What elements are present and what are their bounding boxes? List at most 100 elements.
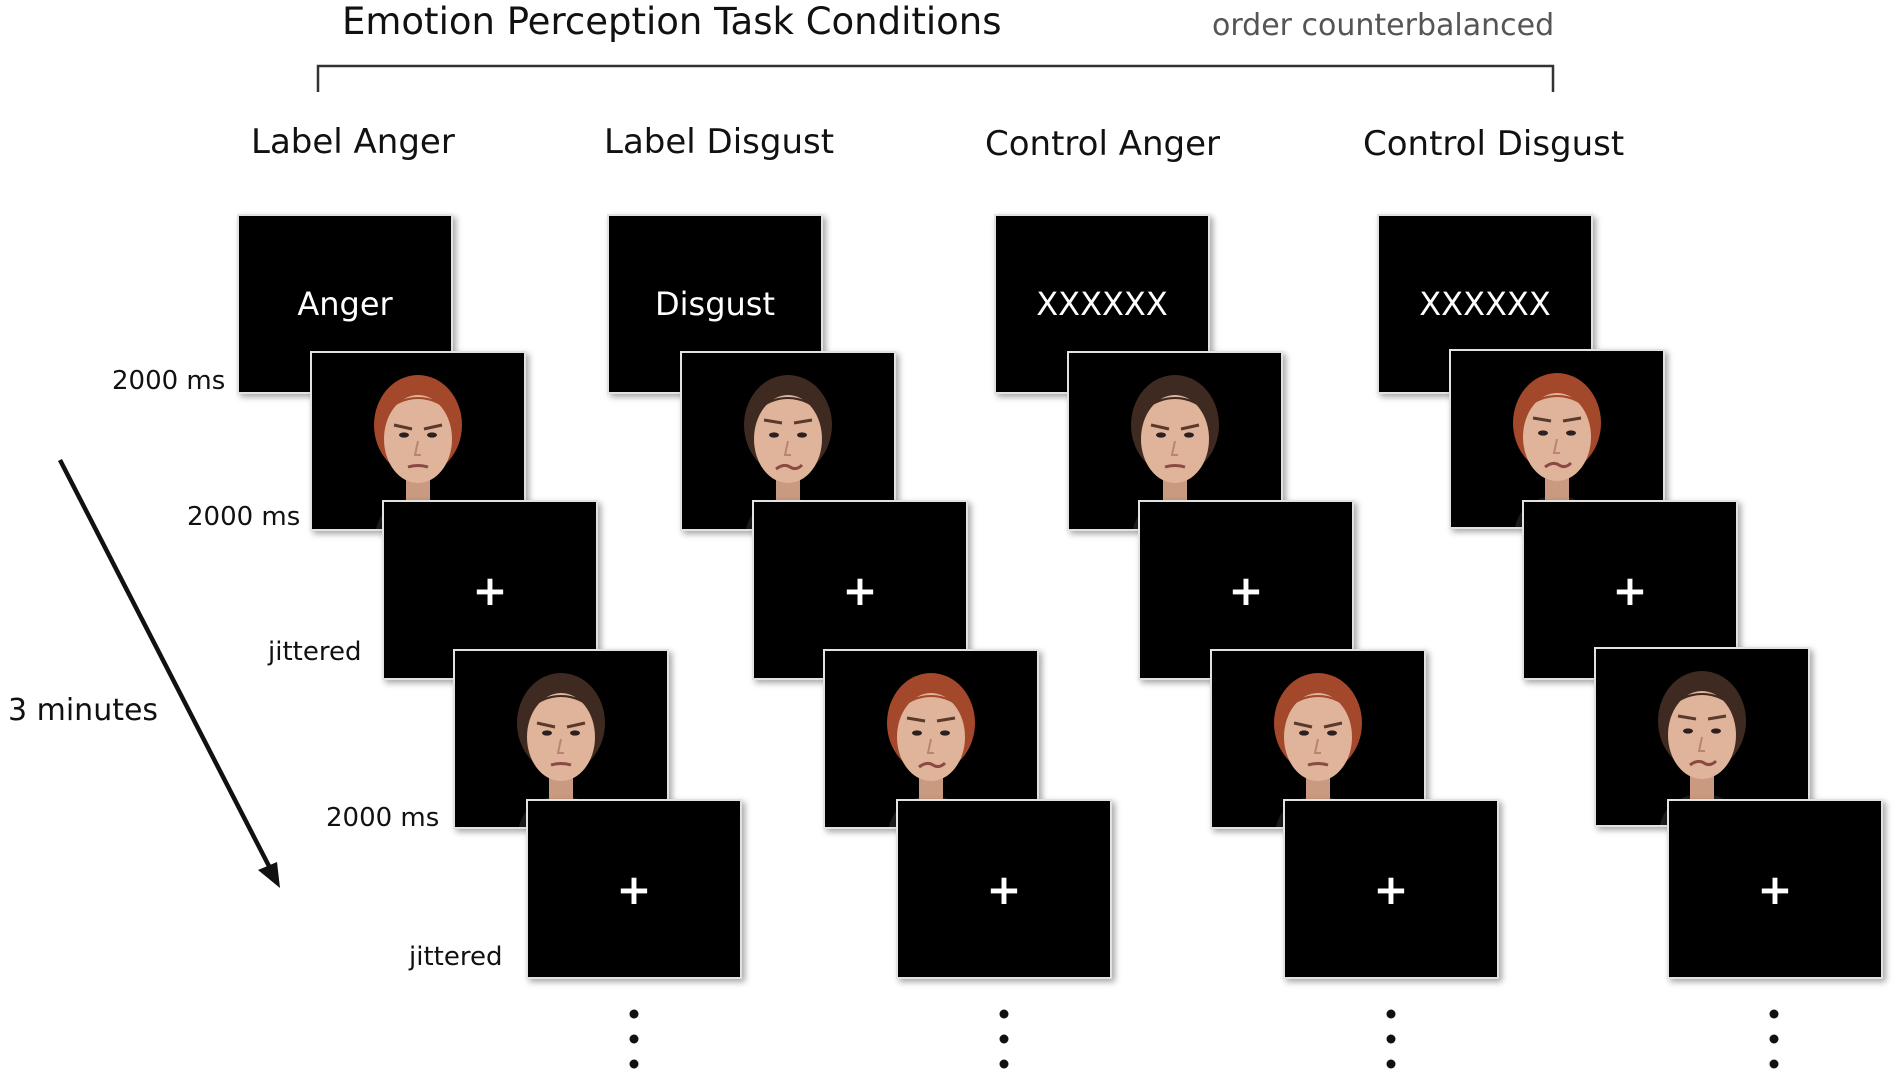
face-photo [1658, 671, 1746, 825]
ellipsis-icon [1386, 1009, 1396, 1069]
mouth-shape [1164, 464, 1186, 469]
mouth-shape [918, 761, 947, 769]
eyebrow-left [906, 716, 926, 723]
hair-fringe [525, 695, 597, 713]
timing-label-face: 2000 ms [326, 803, 440, 833]
eye-right [427, 432, 437, 438]
eye-right [940, 730, 950, 736]
timing-label-fixation: jittered [409, 942, 503, 972]
diagram-title: Emotion Perception Task Conditions [342, 0, 1002, 43]
nose-shape [1552, 438, 1560, 454]
condition-label-label-anger: Label Anger [251, 122, 455, 162]
eyebrow-left [1677, 714, 1697, 721]
nose-shape [1697, 736, 1705, 752]
nose-shape [1170, 440, 1178, 456]
eyebrow-left [393, 423, 413, 431]
timing-label-face: 2000 ms [187, 502, 301, 532]
eyebrow-right [1707, 714, 1727, 721]
nose-shape [556, 738, 564, 754]
face-shape [1141, 395, 1209, 483]
eyebrow-right [793, 418, 813, 425]
eyebrow-left [763, 418, 783, 425]
eyebrow-right [1323, 721, 1343, 729]
hair-fringe [382, 397, 454, 415]
eyebrow-right [1180, 423, 1200, 431]
nose-shape [783, 440, 791, 456]
face-shape [897, 693, 965, 781]
eye-left [1683, 728, 1693, 734]
ellipsis-icon [999, 1009, 1009, 1069]
eyebrow-right [566, 721, 586, 729]
fixation-cross: + [1228, 565, 1264, 615]
fixation-cross: + [1612, 565, 1648, 615]
mouth-shape [1689, 759, 1718, 767]
fixation-frame: + [1667, 799, 1883, 979]
eye-right [1327, 730, 1337, 736]
counterbalance-bracket [316, 64, 1555, 92]
face-shape [527, 693, 595, 781]
eyebrow-right [423, 423, 443, 431]
cue-text: Disgust [654, 285, 775, 323]
face-shape [754, 395, 822, 483]
condition-label-control-anger: Control Anger [985, 124, 1220, 164]
hair-fringe [1666, 693, 1738, 711]
fixation-cross: + [842, 565, 878, 615]
cue-text: XXXXXX [1036, 285, 1168, 323]
eyebrow-right [936, 716, 956, 723]
eye-left [399, 432, 409, 438]
time-axis-label: 3 minutes [8, 693, 159, 728]
fixation-cross: + [986, 864, 1022, 914]
mouth-shape [550, 762, 572, 767]
condition-label-control-disgust: Control Disgust [1363, 124, 1625, 164]
mouth-shape [775, 463, 804, 471]
fixation-cross: + [1373, 864, 1409, 914]
face-frame [1594, 647, 1810, 827]
nose-shape [413, 440, 421, 456]
hair-fringe [1521, 395, 1593, 413]
fixation-frame: + [896, 799, 1112, 979]
eye-left [1538, 430, 1548, 436]
fixation-cross: + [1757, 864, 1793, 914]
mouth-shape [1307, 762, 1329, 767]
hair-fringe [1139, 397, 1211, 415]
counterbalance-note: order counterbalanced [1212, 8, 1555, 43]
eyebrow-left [1150, 423, 1170, 431]
time-arrow-head [258, 862, 280, 888]
ellipsis-icon [629, 1009, 639, 1069]
face-shape [1523, 393, 1591, 481]
eye-right [1566, 430, 1576, 436]
eyebrow-left [1532, 416, 1552, 423]
fixation-frame: + [1283, 799, 1499, 979]
fixation-frame: + [526, 799, 742, 979]
mouth-shape [1544, 461, 1573, 469]
timing-label-cue: 2000 ms [112, 366, 226, 396]
hair-fringe [752, 397, 824, 415]
nose-shape [926, 738, 934, 754]
timing-label-fixation: jittered [268, 637, 362, 667]
eyebrow-left [536, 721, 556, 729]
time-arrow [57, 458, 275, 874]
eye-right [1184, 432, 1194, 438]
eye-right [797, 432, 807, 438]
eye-right [570, 730, 580, 736]
mouth-shape [407, 464, 429, 469]
hair-fringe [895, 695, 967, 713]
eye-left [912, 730, 922, 736]
cue-text: Anger [297, 285, 393, 323]
eye-left [769, 432, 779, 438]
eye-left [1299, 730, 1309, 736]
condition-label-label-disgust: Label Disgust [604, 122, 835, 162]
fixation-cross: + [472, 565, 508, 615]
eye-right [1711, 728, 1721, 734]
nose-shape [1313, 738, 1321, 754]
eye-left [1156, 432, 1166, 438]
cue-text: XXXXXX [1419, 285, 1551, 323]
fixation-cross: + [616, 864, 652, 914]
eye-left [542, 730, 552, 736]
ellipsis-icon [1769, 1009, 1779, 1069]
face-shape [1668, 691, 1736, 779]
eyebrow-right [1562, 416, 1582, 423]
eyebrow-left [1293, 721, 1313, 729]
